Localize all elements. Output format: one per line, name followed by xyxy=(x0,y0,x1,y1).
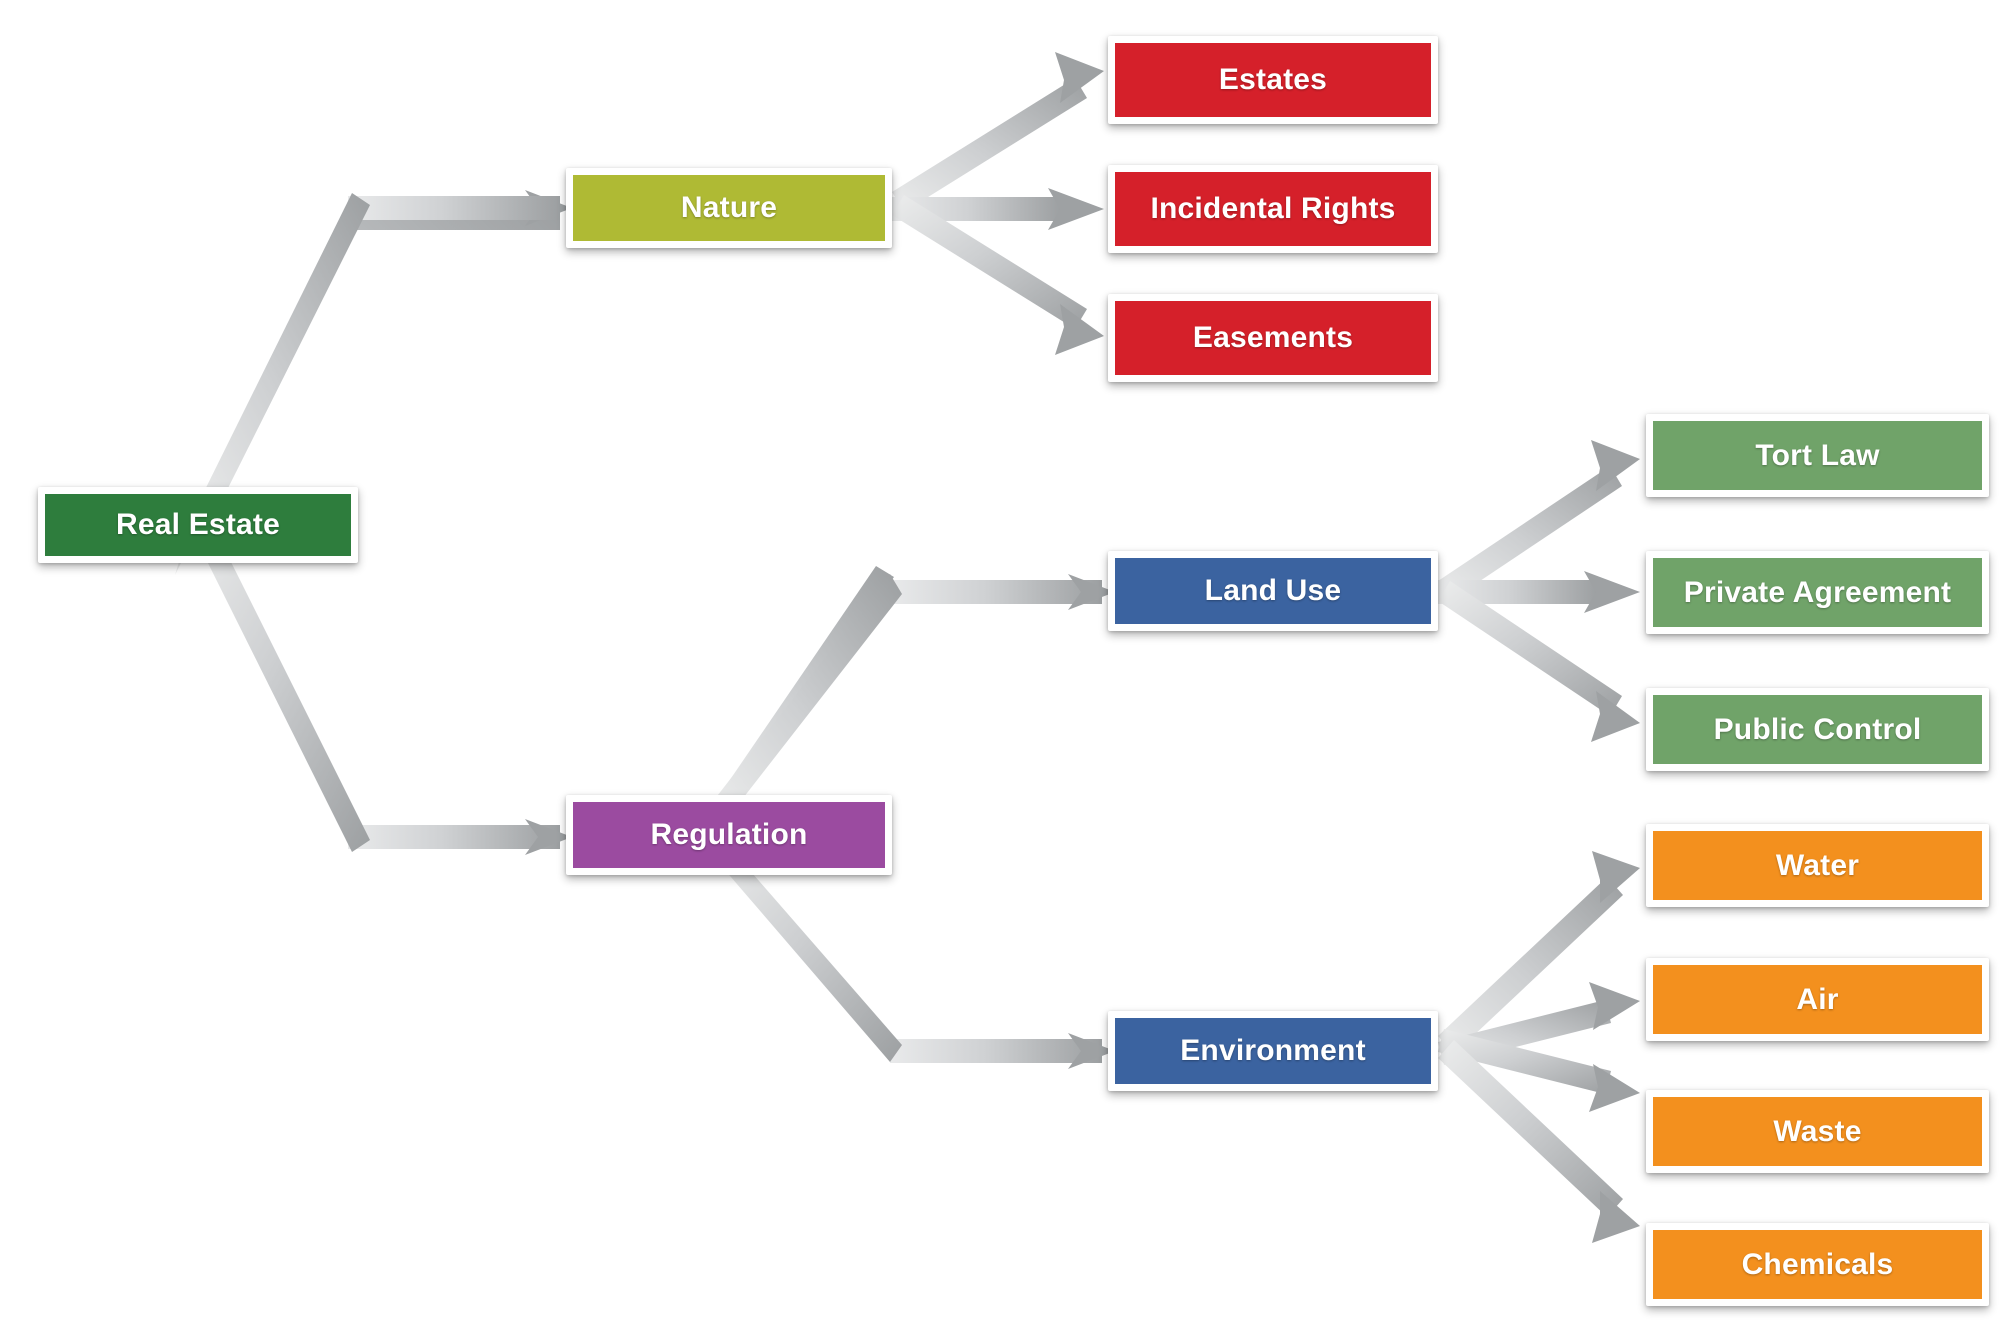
node-label-easements: Easements xyxy=(1192,321,1354,354)
edge-land-use-to-private-agreement xyxy=(1438,571,1640,613)
node-fill-private-agreement: Private Agreement xyxy=(1653,558,1982,627)
edge-regulation-to-land-use xyxy=(712,566,1115,820)
node-label-nature: Nature xyxy=(680,191,778,224)
node-label-water: Water xyxy=(1775,848,1860,882)
node-fill-estates: Estates xyxy=(1115,43,1431,117)
edge-nature-to-estates xyxy=(892,52,1104,212)
node-label-estates: Estates xyxy=(1218,63,1328,96)
node-chemicals[interactable]: Chemicals xyxy=(1646,1223,1989,1306)
edge-nature-to-easements xyxy=(892,195,1104,355)
node-fill-land-use: Land Use xyxy=(1115,558,1431,624)
node-label-private-agreement: Private Agreement xyxy=(1683,575,1952,609)
node-fill-waste: Waste xyxy=(1653,1097,1982,1166)
node-label-air: Air xyxy=(1796,982,1839,1016)
edge-real-estate-to-regulation xyxy=(190,516,572,855)
node-fill-public-control: Public Control xyxy=(1653,695,1982,764)
edge-land-use-to-public-control xyxy=(1438,581,1640,742)
node-fill-regulation: Regulation xyxy=(573,802,885,868)
node-label-incidental-rights: Incidental Rights xyxy=(1150,192,1396,225)
node-label-regulation: Regulation xyxy=(650,818,808,851)
node-incidental-rights[interactable]: Incidental Rights xyxy=(1108,165,1438,253)
node-label-tort-law: Tort Law xyxy=(1755,438,1880,472)
node-label-public-control: Public Control xyxy=(1713,712,1922,746)
edge-land-use-to-tort-law xyxy=(1438,440,1640,601)
node-easements[interactable]: Easements xyxy=(1108,294,1438,382)
edge-regulation-to-environment xyxy=(712,843,1115,1069)
node-fill-environment: Environment xyxy=(1115,1018,1431,1084)
edge-environment-to-air xyxy=(1438,982,1640,1065)
node-regulation[interactable]: Regulation xyxy=(566,795,892,875)
node-fill-real-estate: Real Estate xyxy=(45,494,351,556)
node-waste[interactable]: Waste xyxy=(1646,1090,1989,1173)
node-air[interactable]: Air xyxy=(1646,958,1989,1041)
node-fill-air: Air xyxy=(1653,965,1982,1034)
node-land-use[interactable]: Land Use xyxy=(1108,551,1438,631)
node-public-control[interactable]: Public Control xyxy=(1646,688,1989,771)
node-water[interactable]: Water xyxy=(1646,824,1989,907)
node-fill-water: Water xyxy=(1653,831,1982,900)
node-fill-easements: Easements xyxy=(1115,301,1431,375)
node-fill-tort-law: Tort Law xyxy=(1653,421,1982,490)
node-label-chemicals: Chemicals xyxy=(1741,1247,1894,1281)
node-environment[interactable]: Environment xyxy=(1108,1011,1438,1091)
node-label-waste: Waste xyxy=(1773,1114,1862,1148)
edge-nature-to-incidental-rights xyxy=(892,188,1104,230)
node-label-land-use: Land Use xyxy=(1204,574,1342,607)
edge-environment-to-waste xyxy=(1438,1029,1640,1112)
node-estates[interactable]: Estates xyxy=(1108,36,1438,124)
node-label-environment: Environment xyxy=(1180,1034,1366,1067)
node-private-agreement[interactable]: Private Agreement xyxy=(1646,551,1989,634)
node-real-estate[interactable]: Real Estate xyxy=(38,487,358,563)
node-nature[interactable]: Nature xyxy=(566,168,892,248)
edge-environment-to-chemicals xyxy=(1438,1040,1640,1243)
node-label-real-estate: Real Estate xyxy=(116,508,280,541)
edge-environment-to-water xyxy=(1438,851,1640,1054)
node-fill-incidental-rights: Incidental Rights xyxy=(1115,172,1431,246)
node-fill-chemicals: Chemicals xyxy=(1653,1230,1982,1299)
node-tort-law[interactable]: Tort Law xyxy=(1646,414,1989,497)
node-fill-nature: Nature xyxy=(573,175,885,241)
